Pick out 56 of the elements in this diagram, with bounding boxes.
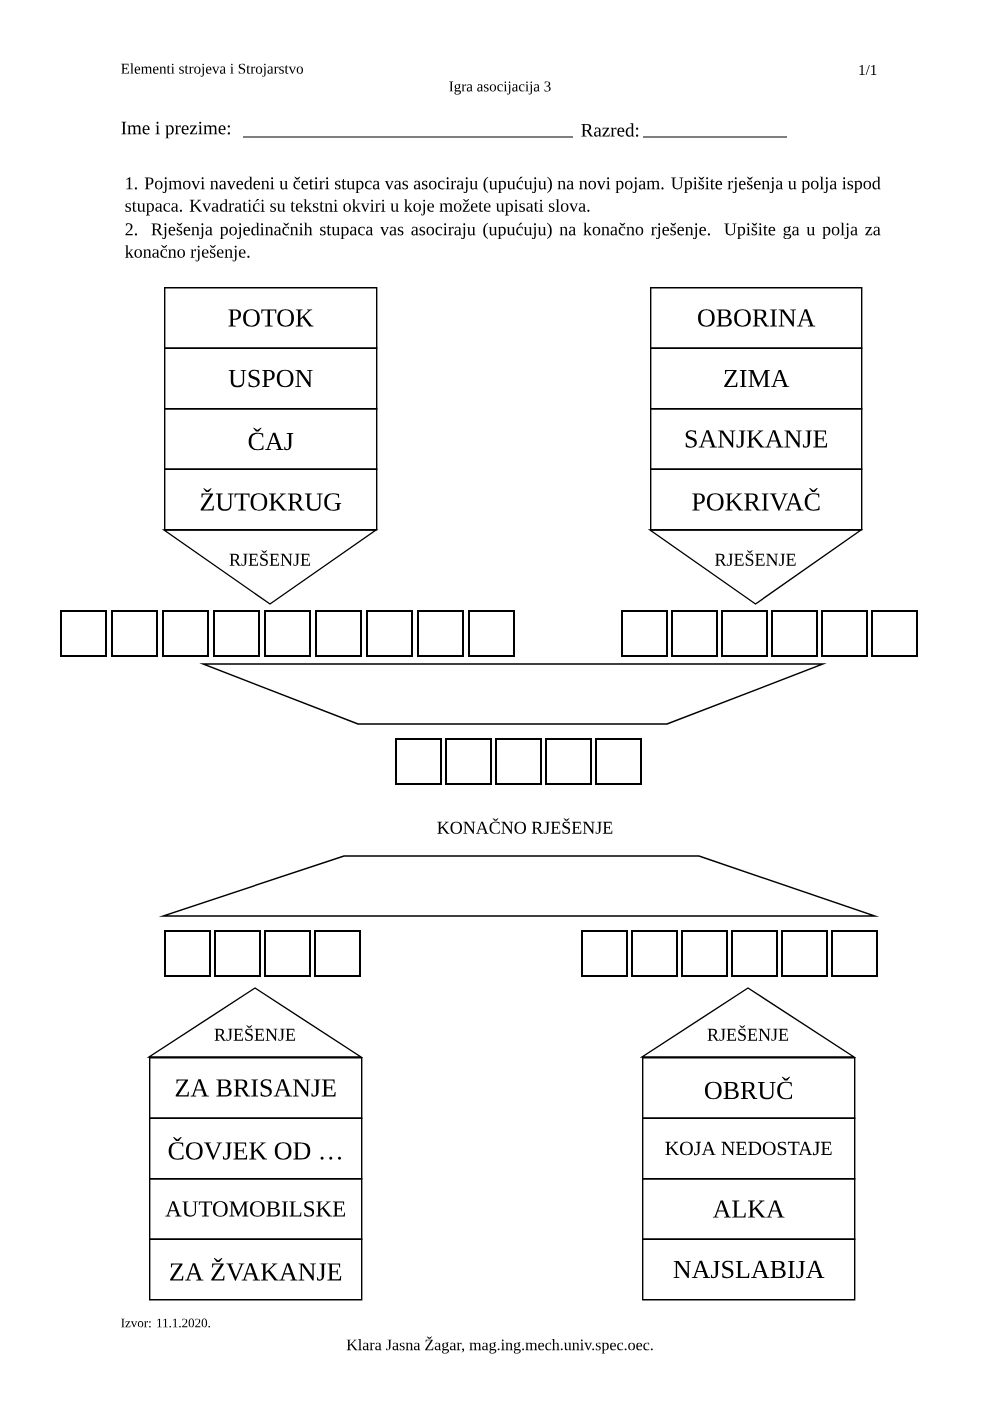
letter-box [164,930,211,977]
letter-box [264,930,311,977]
label-text: Elementi strojeva i Strojarstvo [121,63,304,77]
label-text: Ime i prezime: [121,121,230,139]
letter-box [771,610,818,657]
clue-cell: ZIMA [650,347,863,410]
clue-cell: NAJSLABIJA [642,1238,856,1301]
letter-box [495,738,542,785]
clue-cell: OBRUČ [642,1057,856,1119]
letter-box [214,930,261,977]
instruction-text: 2. Rješenja pojedinačnih stupaca vas asociraju (upućuju) na konačno rješenje. Upišite ga u polja za konačno rješenje. [125,222,881,262]
letter-box [315,610,362,657]
label-text: Izvor: 11.1.2020. [121,1318,210,1328]
letter-box [671,610,718,657]
clue-cell: POTOK [164,287,378,349]
clue-cell: SANJKANJE [650,408,863,470]
label-text: KONAČNO RJEŠENJE [437,818,613,834]
clue-cell: POKRIVAČ [650,468,863,531]
letter-box [731,930,778,977]
clue-cell: ALKA [642,1178,856,1240]
letter-box [781,930,828,977]
clue-cell: OBORINA [650,287,863,349]
clue-cell: ČOVJEK OD … [149,1117,363,1180]
letter-box [445,738,492,785]
letter-box [681,930,728,977]
letter-box [468,610,515,657]
letter-box [417,610,464,657]
letter-box [314,930,361,977]
letter-box [631,930,678,977]
clue-cell: KOJA NEDOSTAJE [642,1117,856,1180]
letter-box [581,930,628,977]
clue-cell: ZA ŽVAKANJE [149,1238,363,1301]
letter-box [111,610,158,657]
letter-box [264,610,311,657]
letter-box [545,738,592,785]
clue-cell: USPON [164,347,378,410]
label-text: 1/1 [859,64,877,76]
instruction-text: 1. Pojmovi navedeni u četiri stupca vas asociraju (upućuju) na novi pojam. Upišite rješenja u polja ispod stupaca. Kvadratići su tekstni okviri u koje možete upisati slova. [125,176,881,216]
letter-box [871,610,918,657]
letter-box [831,930,878,977]
letter-box [721,610,768,657]
clue-cell: ZA BRISANJE [149,1057,363,1119]
letter-box [366,610,413,657]
letter-box [621,610,668,657]
title-text: Igra asocijacija 3 [449,81,551,95]
label-text: Klara Jasna Žagar, mag.ing.mech.univ.spec.oec. [346,1336,653,1354]
clue-cell: ŽUTOKRUG [164,468,378,531]
letter-box [60,610,107,657]
letter-box [595,738,642,785]
label-text: Razred: [581,123,639,137]
letter-box [162,610,209,657]
clue-cell: ČAJ [164,408,378,470]
letter-box [395,738,442,785]
clue-cell: AUTOMOBILSKE [149,1178,363,1240]
letter-box [821,610,868,657]
letter-box [213,610,260,657]
